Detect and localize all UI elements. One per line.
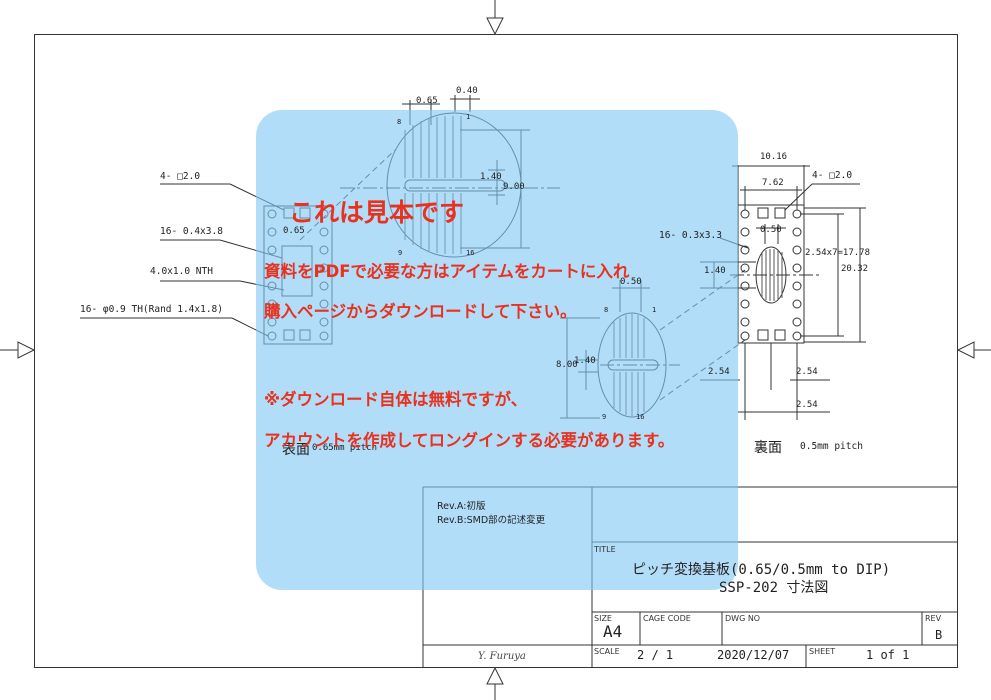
- dim-762: 7.62: [762, 178, 784, 188]
- overlay-line-1: 資料をPDFで必要な方はアイテムをカートに入れ: [264, 262, 630, 281]
- dwg-no-label: DWG NO: [725, 614, 761, 623]
- revision-notes: Rev.A:初版 Rev.B:SMD部の記述変更: [437, 500, 545, 528]
- drawing-subtitle: SSP-202 寸法図: [719, 580, 829, 596]
- sample-overlay: [256, 110, 738, 590]
- overlay-line-4: アカウントを作成してロングインする必要があります。: [264, 431, 675, 450]
- callout-nth-front: 4.0x1.0 NTH: [150, 266, 213, 277]
- dim-140-top: 1.40: [480, 172, 502, 182]
- rev-value: B: [935, 628, 943, 642]
- size-value: A4: [603, 622, 623, 641]
- pin-16-back: 16: [636, 413, 645, 421]
- dim-2032: 20.32: [841, 264, 869, 274]
- drawing-frame: [34, 34, 958, 668]
- title-label: TITLE: [594, 545, 616, 554]
- sheet-label: SHEET: [809, 647, 836, 656]
- dim-254-a: 2.54: [708, 367, 730, 377]
- pin-16-front: 16: [466, 249, 475, 257]
- sheet-value: 1 of 1: [866, 648, 910, 662]
- dim-254x7: 2.54x7=17.78: [805, 248, 871, 258]
- dim-140-detail: 1.40: [574, 356, 596, 366]
- revision-b: Rev.B:SMD部の記述変更: [437, 515, 546, 526]
- size-label: SIZE: [594, 614, 612, 623]
- dim-140-board: 1.40: [704, 266, 726, 276]
- dim-050-board: 0.50: [760, 225, 782, 235]
- dim-040-top: 0.40: [456, 86, 478, 96]
- drawing-date: 2020/12/07: [717, 648, 790, 662]
- pin-8-back: 8: [604, 306, 609, 314]
- dim-065-top: 0.65: [416, 96, 438, 106]
- dim-065-board: 0.65: [283, 226, 305, 236]
- back-pitch-label: 0.5mm pitch: [800, 441, 863, 452]
- back-view-label: 裏面: [754, 440, 782, 456]
- drawing-title: ピッチ変換基板(0.65/0.5mm to DIP): [632, 562, 891, 578]
- callout-pad-back: 4- □2.0: [812, 170, 853, 181]
- overlay-heading: これは見本です: [289, 198, 465, 227]
- dim-254-b: 2.54: [796, 367, 818, 377]
- callout-pad-front: 4- □2.0: [160, 171, 201, 182]
- pin-1-front: 1: [466, 113, 471, 121]
- callout-th-front: 16- φ0.9 TH(Rand 1.4x1.8): [80, 304, 223, 315]
- pin-9-back: 9: [602, 413, 607, 421]
- signature: Y. Furuya: [478, 651, 526, 662]
- scale-label: SCALE: [594, 647, 620, 656]
- dim-800: 8.00: [556, 360, 578, 370]
- front-pitch-label: 0.65mm pitch: [312, 443, 378, 453]
- pin-1-back: 1: [652, 306, 657, 314]
- rev-label: REV: [925, 614, 942, 623]
- dim-1016: 10.16: [760, 152, 788, 162]
- revision-a: Rev.A:初版: [437, 501, 486, 512]
- dim-900: 9.00: [503, 182, 525, 192]
- scale-value: 2 / 1: [637, 648, 674, 662]
- dim-050-detail: 0.50: [620, 277, 642, 287]
- callout-smd-front: 16- 0.4x3.8: [160, 226, 223, 237]
- overlay-line-2: 購入ページからダウンロードして下さい。: [264, 302, 577, 321]
- overlay-line-3: ※ダウンロード自体は無料ですが、: [264, 390, 528, 409]
- cage-code-label: CAGE CODE: [643, 614, 691, 623]
- callout-smd-back: 16- 0.3x3.3: [659, 230, 722, 241]
- pin-9-front: 9: [398, 249, 403, 257]
- dim-254-c: 2.54: [796, 400, 818, 410]
- front-view-label: 表面: [282, 442, 310, 458]
- pin-8-front: 8: [397, 118, 402, 126]
